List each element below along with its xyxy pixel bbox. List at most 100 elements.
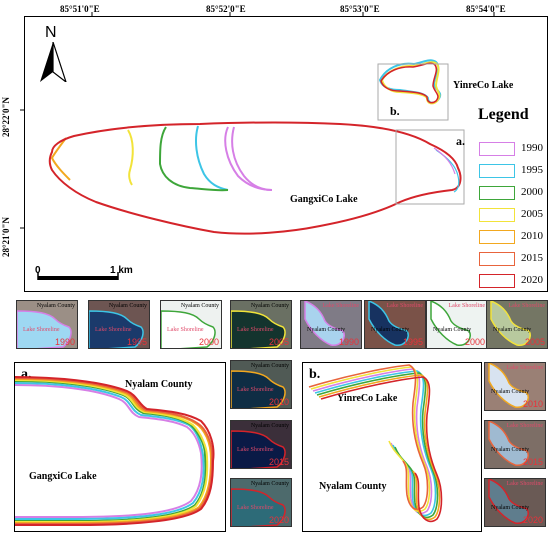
lon-tick-label: 85°51'0"E — [60, 4, 100, 14]
strip-a-thumbnail-water — [161, 310, 216, 348]
legend-year: 2010 — [521, 230, 543, 242]
north-arrow-icon — [40, 42, 67, 82]
thumbnail-mid-label: Lake Shoreline — [95, 327, 132, 333]
small-lake-label: YinreCo Lake — [453, 80, 514, 91]
thumbnail-year: 2000 — [198, 337, 219, 347]
thumbnail-top-label: Lake Shoreline — [448, 303, 486, 309]
thumbnail-top-label: Nyalam County — [250, 481, 289, 487]
thumbnail-year: 2015 — [522, 457, 543, 467]
legend-item: 1995 — [479, 162, 549, 182]
inset-b-lake-label: YinreCo Lake — [337, 393, 398, 404]
thumbnail-mid-label: Lake Shoreline — [237, 387, 274, 393]
inset-a: a. Nyalam County GangxiCo Lake — [14, 362, 226, 532]
strip-b-thumbnail-water — [368, 301, 409, 346]
legend-year: 2020 — [521, 274, 543, 286]
north-label: N — [45, 24, 57, 41]
strip-b-thumbnail-water — [304, 301, 345, 346]
thumbnail-mid-label: Nyalam County — [371, 327, 410, 333]
thumbnail-year: 1990 — [54, 337, 75, 347]
strip-a-thumbnail-water — [89, 310, 144, 348]
legend-item: 2000 — [479, 184, 549, 204]
box-a-label: a. — [456, 134, 465, 148]
legend-item: 1990 — [479, 140, 549, 160]
scale-label-zero: 0 — [35, 265, 41, 276]
inset-a-shorelines — [15, 376, 215, 526]
thumbnail-mid-label: Lake Shoreline — [167, 327, 204, 333]
thumbnail-top-label: Lake Shoreline — [506, 365, 544, 371]
thumbnail-year: 1990 — [338, 337, 359, 347]
strip-b-thumbnail-water — [430, 301, 471, 346]
strip-b-thumbnail-water — [490, 301, 531, 346]
legend-swatch — [479, 230, 515, 244]
strip-a-thumbnail-water — [231, 430, 286, 468]
lon-tick-label: 85°53'0"E — [340, 4, 380, 14]
inset-a-label: a. — [21, 367, 32, 382]
thumbnail-year: 2010 — [522, 399, 543, 409]
thumbnail-top-label: Lake Shoreline — [506, 481, 544, 487]
legend-year: 2005 — [521, 208, 543, 220]
legend-item: 2010 — [479, 228, 549, 248]
thumbnail-year: 2005 — [524, 337, 545, 347]
thumbnail-top-label: Nyalam County — [250, 363, 289, 369]
map-tick-marks — [20, 12, 495, 229]
scale-bar — [37, 272, 119, 280]
legend-swatch — [479, 208, 515, 222]
legend-swatch — [479, 274, 515, 288]
thumbnail-mid-label: Nyalam County — [491, 505, 530, 511]
inset-b-shorelines — [308, 364, 443, 523]
thumbnail-mid-label: Nyalam County — [491, 447, 530, 453]
legend-year: 2000 — [521, 186, 543, 198]
thumbnail-year: 2015 — [268, 457, 289, 467]
thumbnail-mid-label: Lake Shoreline — [237, 447, 274, 453]
thumbnail-mid-label: Nyalam County — [433, 327, 472, 333]
strip-b-thumbnail-water — [488, 363, 529, 408]
strip-a-thumbnail-water — [231, 370, 286, 408]
thumbnail-mid-label: Nyalam County — [307, 327, 346, 333]
inset-b-county-label: Nyalam County — [319, 481, 387, 492]
thumbnail-mid-label: Lake Shoreline — [237, 327, 274, 333]
box-b-label: b. — [390, 104, 400, 118]
north-arrow: N — [38, 24, 68, 82]
inset-a-lake-label: GangxiCo Lake — [29, 471, 97, 482]
inset-b-label: b. — [309, 367, 321, 382]
lake-shorelines — [48, 59, 465, 235]
legend-swatch — [479, 252, 515, 266]
strip-a-thumbnail-water — [17, 310, 72, 348]
legend-swatch — [479, 142, 515, 156]
legend-swatch — [479, 186, 515, 200]
legend-item: 2015 — [479, 250, 549, 270]
legend-title: Legend — [478, 106, 529, 123]
thumbnail-top-label: Lake Shoreline — [506, 423, 544, 429]
legend-item: 2020 — [479, 272, 549, 292]
strip-a-thumbnail-water — [231, 488, 286, 526]
strip-b-thumbnail-water — [488, 479, 529, 524]
thumbnail-top-label: Nyalam County — [250, 303, 289, 309]
inset-b: b. YinreCo Lake Nyalam County — [302, 362, 482, 532]
main-lake-label: GangxiCo Lake — [290, 194, 358, 205]
thumbnail-top-label: Lake Shoreline — [322, 303, 360, 309]
thumbnail-year: 2020 — [268, 515, 289, 525]
thumbnail-year: 2005 — [268, 337, 289, 347]
thumbnail-mid-label: Lake Shoreline — [237, 505, 274, 511]
thumbnail-top-label: Nyalam County — [180, 303, 219, 309]
main-map: 85°51'0"E 85°52'0"E 85°53'0"E 85°54'0"E … — [1, 4, 549, 292]
thumbnail-top-label: Lake Shoreline — [508, 303, 546, 309]
thumbnail-year: 2000 — [464, 337, 485, 347]
thumbnail-top-label: Nyalam County — [36, 303, 75, 309]
thumbnail-year: 2020 — [522, 515, 543, 525]
thumbnail-mid-label: Nyalam County — [491, 389, 530, 395]
thumbnail-mid-label: Lake Shoreline — [23, 327, 60, 333]
legend-year: 1995 — [521, 164, 543, 176]
thumbnail-top-label: Nyalam County — [250, 423, 289, 429]
thumbnail-year: 2010 — [268, 397, 289, 407]
thumbnail-mid-label: Nyalam County — [493, 327, 532, 333]
